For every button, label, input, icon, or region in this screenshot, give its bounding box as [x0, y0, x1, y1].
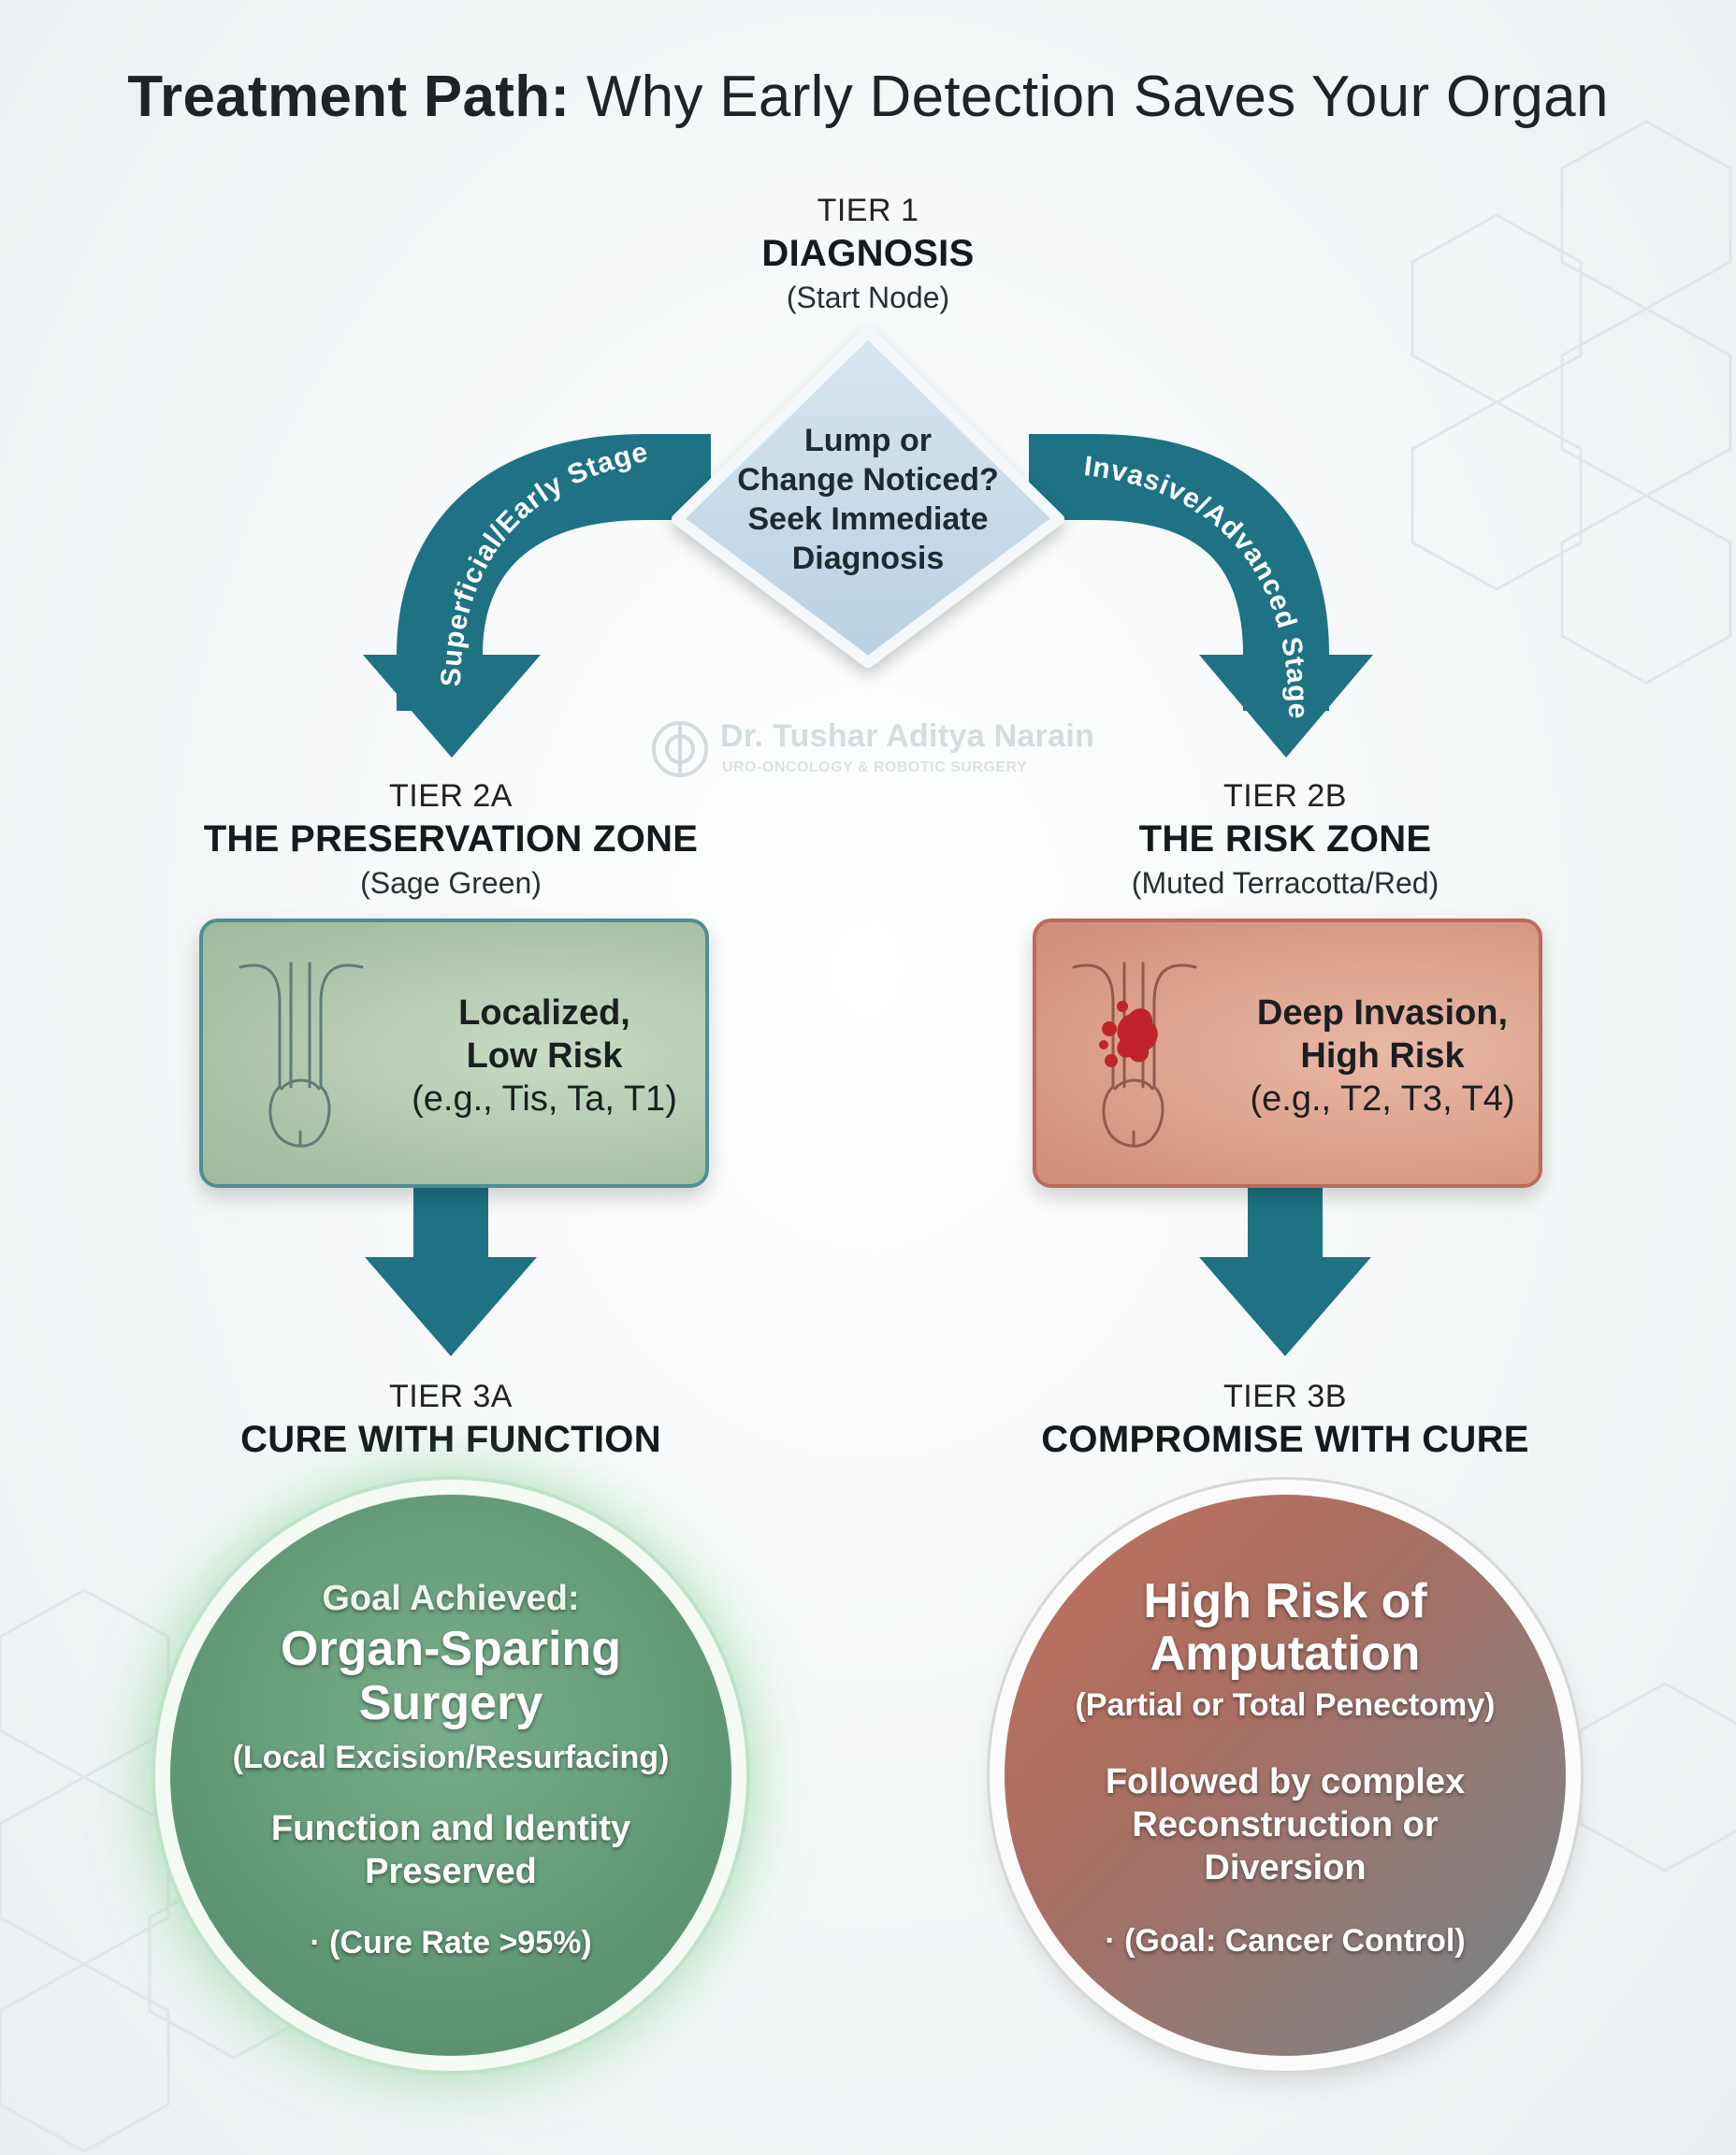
tier2a-number: TIER 2A — [389, 778, 513, 814]
risk-box-text: Deep Invasion, High Risk (e.g., T2, T3, … — [1233, 991, 1532, 1121]
diagnosis-diamond — [672, 326, 1064, 668]
tier3b-header: TIER 3B COMPROMISE WITH CURE — [1003, 1379, 1568, 1461]
risk-followup-1: Followed by complex — [1105, 1762, 1466, 1801]
right-branch-arrow — [1029, 434, 1373, 758]
preservation-zone-box: Localized, Low Risk (e.g., Tis, Ta, T1) — [199, 918, 709, 1188]
diamond-line: Diagnosis — [791, 541, 945, 576]
cure-headline-1: Organ-Sparing — [280, 1622, 622, 1676]
cure-rate: · (Cure Rate >95%) — [310, 1925, 592, 1960]
watermark-logo-icon — [652, 721, 708, 777]
box-line: Low Risk — [466, 1036, 623, 1076]
left-branch-arrow — [363, 434, 711, 758]
watermark: Dr. Tushar Aditya Narain URO-ONCOLOGY & … — [645, 711, 1113, 786]
down-arrow-left — [365, 1186, 537, 1356]
risk-zone-box: Deep Invasion, High Risk (e.g., T2, T3, … — [1033, 918, 1542, 1188]
page-title: Treatment Path: Why Early Detection Save… — [127, 65, 1609, 129]
box-line: (e.g., T2, T3, T4) — [1250, 1079, 1515, 1119]
risk-followup-2: Reconstruction or — [1132, 1805, 1439, 1844]
risk-goal: · (Goal: Cancer Control) — [1105, 1923, 1466, 1959]
tier3a-header: TIER 3A CURE WITH FUNCTION — [168, 1379, 733, 1461]
tier3b-name: COMPROMISE WITH CURE — [1041, 1419, 1529, 1460]
tier2b-name: THE RISK ZONE — [1138, 818, 1432, 860]
diamond-line: Lump or — [804, 423, 932, 458]
preservation-box-text: Localized, Low Risk (e.g., Tis, Ta, T1) — [399, 991, 689, 1121]
risk-followup-3: Diversion — [1204, 1848, 1367, 1887]
diamond-line: Change Noticed? — [737, 462, 999, 498]
cure-with-function-circle: Goal Achieved: Organ-Sparing Surgery (Lo… — [170, 1495, 731, 2056]
organ-outline-icon — [239, 962, 364, 1148]
risk-procedure: (Partial or Total Penectomy) — [1075, 1687, 1496, 1723]
tier1-number: TIER 1 — [817, 193, 919, 228]
tier2b-header: TIER 2B THE RISK ZONE (Muted Terracotta/… — [1003, 778, 1568, 901]
tier1-header: TIER 1 DIAGNOSIS (Start Node) — [587, 193, 1149, 315]
risk-headline-2: Amputation — [1150, 1627, 1421, 1681]
cure-headline-2: Surgery — [358, 1676, 543, 1730]
box-line: High Risk — [1300, 1036, 1465, 1076]
watermark-name: Dr. Tushar Aditya Narain — [720, 718, 1095, 754]
tier3a-name: CURE WITH FUNCTION — [240, 1419, 661, 1460]
box-line: Deep Invasion, — [1256, 993, 1509, 1033]
watermark-subtitle: URO-ONCOLOGY & ROBOTIC SURGERY — [722, 759, 1028, 775]
cure-procedure: (Local Excision/Resurfacing) — [232, 1740, 670, 1775]
tier2a-name: THE PRESERVATION ZONE — [203, 818, 699, 860]
tier1-name: DIAGNOSIS — [761, 233, 975, 274]
tier3b-number: TIER 3B — [1223, 1379, 1347, 1414]
tier2b-subtitle: (Muted Terracotta/Red) — [1131, 866, 1439, 900]
tier2a-header: TIER 2A THE PRESERVATION ZONE (Sage Gree… — [168, 778, 733, 901]
tier3a-number: TIER 3A — [389, 1379, 513, 1414]
compromise-with-cure-circle: High Risk of Amputation (Partial or Tota… — [1005, 1495, 1566, 2056]
diamond-text: Lump or Change Noticed? Seek Immediate D… — [692, 421, 1044, 578]
organ-tumor-icon — [1072, 962, 1197, 1148]
box-line: (e.g., Tis, Ta, T1) — [412, 1079, 677, 1119]
box-line: Localized, — [458, 993, 630, 1033]
tier2a-subtitle: (Sage Green) — [360, 866, 542, 900]
cure-function-2: Preserved — [365, 1852, 537, 1891]
diamond-line: Seek Immediate — [747, 501, 989, 537]
tier1-subtitle: (Start Node) — [786, 281, 950, 314]
cure-function-1: Function and Identity — [270, 1809, 631, 1848]
cure-goal-label: Goal Achieved: — [322, 1579, 580, 1618]
tier2b-number: TIER 2B — [1223, 778, 1347, 814]
risk-headline-1: High Risk of — [1143, 1574, 1427, 1628]
down-arrow-right — [1199, 1186, 1371, 1356]
